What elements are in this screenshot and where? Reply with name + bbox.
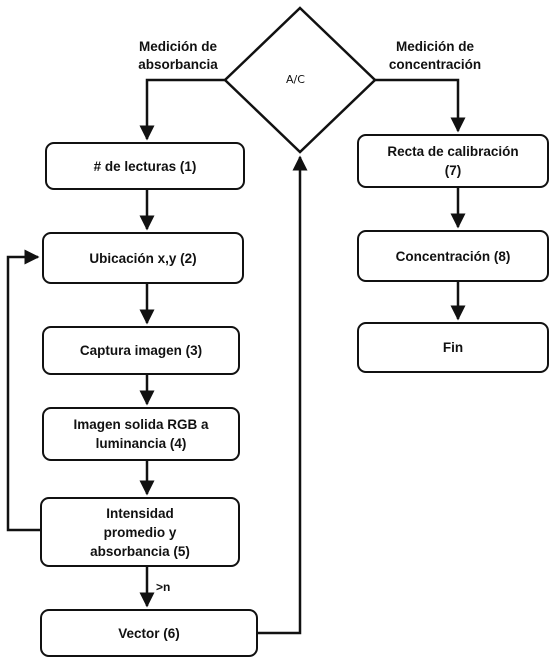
decision-diamond [223,6,377,154]
step-ubicacion: Ubicación x,y (2) [42,232,244,284]
step-vector: Vector (6) [40,609,258,657]
step-recta-calibracion: Recta de calibración (7) [357,134,549,188]
arrow-decision-to-lecturas [139,78,225,141]
branch-label-concentracion: Medición de concentración [388,39,482,72]
decision-label: A/C [286,73,305,86]
step-captura: Captura imagen (3) [42,326,240,375]
step-imagen-solida: Imagen solida RGB a luminancia (4) [42,407,240,461]
step-fin: Fin [357,322,549,373]
step-intensidad: Intensidad promedio y absorbancia (5) [40,497,240,567]
arrow-decision-to-recta [375,78,466,133]
loop-arrow-5-to-2 [6,249,40,532]
branch-label-absorbancia: Medición de absorbancia [138,39,218,72]
arrow-vector-to-decision [258,155,308,635]
loop-exit-label: >n [156,580,171,594]
step-lecturas: # de lecturas (1) [45,142,245,190]
step-concentracion: Concentración (8) [357,230,549,282]
